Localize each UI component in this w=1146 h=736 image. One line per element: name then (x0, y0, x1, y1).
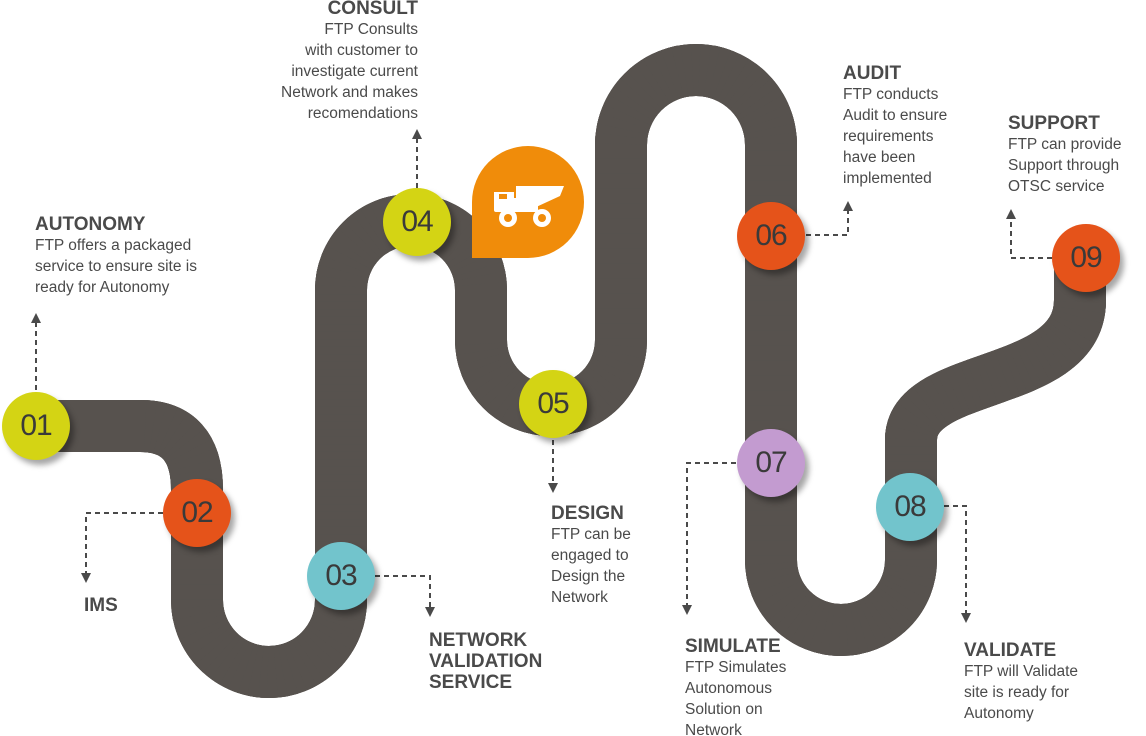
step-desc: Network (551, 589, 608, 606)
connector-02 (81, 512, 163, 583)
step-node-06: 06 (737, 202, 805, 270)
step-desc: FTP conducts (843, 86, 939, 103)
step-desc: FTP Consults (324, 21, 418, 38)
step-desc: have been (843, 149, 916, 166)
step-title: AUDIT (843, 63, 902, 84)
step-number: 03 (325, 559, 357, 592)
step-number: 07 (755, 446, 787, 479)
step-text-09: SUPPORT FTP can provide Support through … (1008, 113, 1121, 197)
step-desc: Audit to ensure (843, 107, 948, 124)
step-node-04: 04 (383, 188, 451, 256)
step-desc: FTP will Validate (964, 663, 1078, 680)
step-title: AUTONOMY (35, 214, 146, 235)
step-title: SIMULATE (685, 636, 781, 657)
step-text-04: CONSULT FTP Consults with customer to in… (218, 0, 418, 124)
step-desc: Autonomy (964, 705, 1034, 722)
step-desc: Network and makes (281, 84, 418, 101)
step-node-02: 02 (163, 479, 231, 547)
step-text-07: SIMULATE FTP Simulates Autonomous Soluti… (685, 636, 786, 736)
step-title: NETWORK (429, 630, 528, 651)
step-desc: FTP can be (551, 526, 631, 543)
step-number: 08 (894, 490, 926, 523)
step-desc: site is ready for (964, 684, 1070, 701)
connector-07 (682, 462, 736, 615)
connector-06 (806, 201, 853, 236)
step-title: VALIDATION (429, 651, 543, 672)
step-number: 01 (20, 409, 52, 442)
step-node-08: 08 (876, 473, 944, 541)
step-desc: implemented (843, 170, 932, 187)
step-number: 06 (755, 219, 787, 252)
step-desc: Design the (551, 568, 626, 585)
step-desc: engaged to (551, 547, 629, 564)
step-number: 02 (181, 496, 213, 529)
step-text-08: VALIDATE FTP will Validate site is ready… (964, 640, 1078, 724)
step-text-06: AUDIT FTP conducts Audit to ensure requi… (843, 63, 947, 189)
step-title: DESIGN (551, 503, 624, 524)
step-node-09: 09 (1052, 224, 1120, 292)
truck-badge (472, 146, 584, 258)
step-node-05: 05 (519, 370, 587, 438)
connectors (31, 129, 1052, 623)
step-desc: investigate current (291, 63, 418, 80)
step-title: CONSULT (327, 0, 418, 19)
step-text-01: AUTONOMY FTP offers a packaged service t… (35, 214, 197, 298)
step-desc: Autonomous (685, 680, 773, 697)
step-desc: ready for Autonomy (35, 279, 170, 296)
step-desc: requirements (843, 128, 934, 145)
step-number: 09 (1070, 241, 1102, 274)
step-desc: Network (685, 722, 742, 736)
step-node-01: 01 (2, 392, 70, 460)
step-title: IMS (84, 595, 118, 616)
step-desc: recomendations (307, 105, 418, 122)
connector-09 (1006, 209, 1052, 259)
step-number: 05 (537, 387, 569, 420)
step-text-03: NETWORK VALIDATION SERVICE (429, 630, 542, 693)
connector-03 (375, 575, 435, 617)
connector-08 (944, 505, 971, 623)
step-text-05: DESIGN FTP can be engaged to Design the … (551, 503, 631, 608)
step-number: 04 (401, 205, 433, 238)
step-desc: Support through (1008, 157, 1120, 174)
step-desc: with customer to (305, 42, 418, 59)
step-node-03: 03 (307, 542, 375, 610)
step-title: SUPPORT (1008, 113, 1100, 134)
step-desc: FTP offers a packaged (35, 237, 192, 254)
step-desc: FTP can provide (1008, 136, 1122, 153)
step-text-02: IMS (84, 595, 118, 616)
step-desc: FTP Simulates (685, 659, 787, 676)
step-title: SERVICE (429, 672, 513, 693)
step-title: VALIDATE (964, 640, 1057, 661)
step-desc: OTSC service (1008, 178, 1105, 195)
step-desc: Solution on (685, 701, 763, 718)
step-node-07: 07 (737, 429, 805, 497)
dump-truck-icon (494, 186, 564, 227)
step-desc: service to ensure site is (35, 258, 197, 275)
